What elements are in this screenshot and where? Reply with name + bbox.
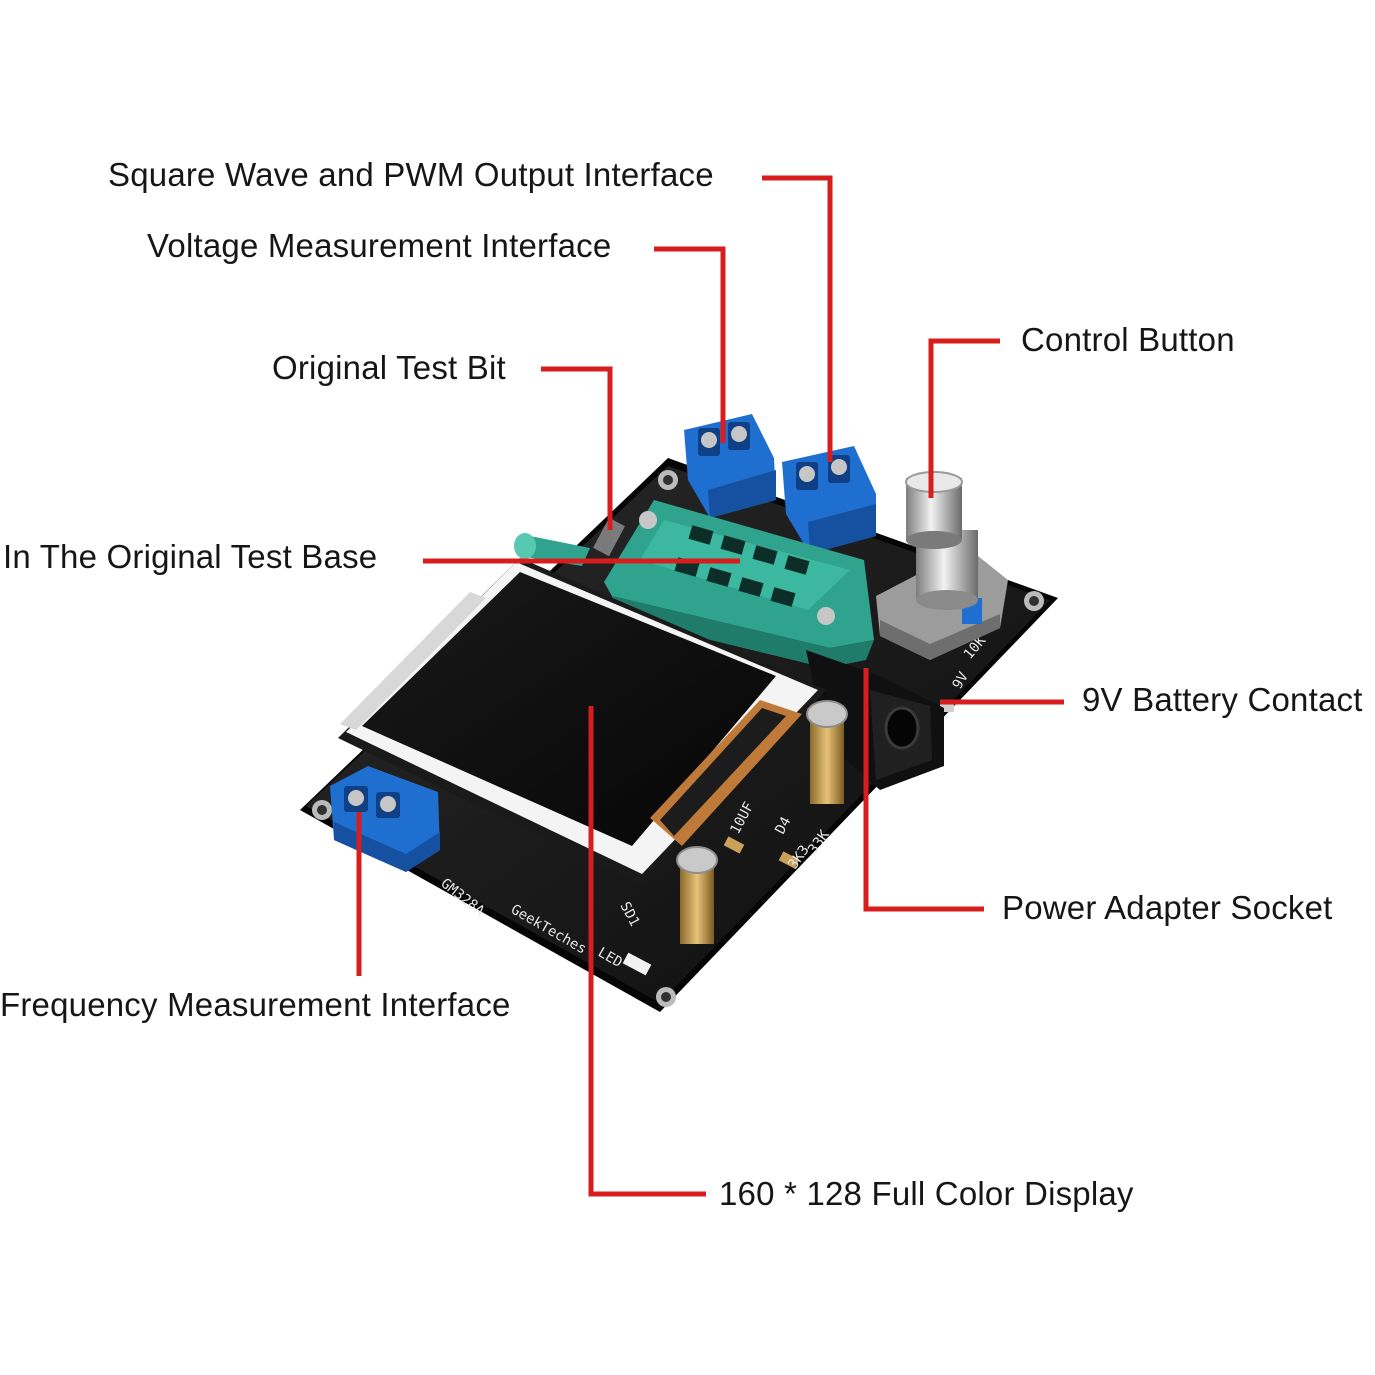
rotary-encoder — [876, 471, 1008, 660]
board-d4-label: D4 — [772, 814, 794, 836]
label-original-test-base: In The Original Test Base — [3, 538, 378, 575]
label-frequency-measurement: Frequency Measurement Interface — [0, 986, 511, 1023]
frequency-terminal-block — [330, 766, 440, 872]
leader-original-test-bit — [541, 366, 613, 530]
board-9v-label: 9V — [950, 669, 973, 692]
leader-display — [588, 706, 706, 1197]
square-wave-terminal-block — [782, 446, 876, 554]
leader-lines — [356, 175, 1064, 1197]
leader-control-button — [928, 338, 1000, 498]
leader-voltage — [654, 246, 726, 443]
brass-standoffs — [676, 700, 848, 944]
voltage-terminal-block — [684, 414, 776, 518]
label-original-test-bit: Original Test Bit — [272, 349, 506, 386]
label-voltage-measurement: Voltage Measurement Interface — [147, 227, 612, 264]
power-adapter-socket — [806, 650, 944, 790]
lcd-module — [338, 558, 826, 884]
leader-power-adapter — [863, 668, 984, 912]
label-control-button: Control Button — [1021, 321, 1235, 358]
label-power-adapter-socket: Power Adapter Socket — [1002, 889, 1333, 926]
label-9v-battery-contact: 9V Battery Contact — [1082, 681, 1363, 718]
leader-square-wave — [762, 175, 833, 462]
label-full-color-display: 160 * 128 Full Color Display — [719, 1175, 1134, 1212]
label-square-wave-pwm-output: Square Wave and PWM Output Interface — [108, 156, 714, 193]
